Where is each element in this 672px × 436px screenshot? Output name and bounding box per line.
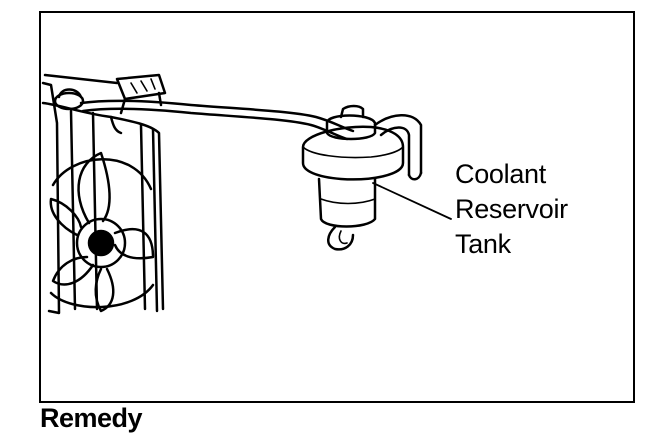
callout-line-3: Tank [455,229,511,259]
coolant-reservoir-icon [301,104,423,251]
engine-bay-illustration [41,73,452,315]
radiator-fan-icon [41,73,167,315]
callout-line-2: Reservoir [455,194,568,224]
callout-leader-line [372,182,452,220]
figure-frame: Coolant Reservoir Tank [39,11,635,403]
overflow-hose [43,73,355,141]
callout-label: Coolant Reservoir Tank [455,157,568,262]
figure-caption: Remedy [40,403,143,433]
callout-line-1: Coolant [455,159,546,189]
